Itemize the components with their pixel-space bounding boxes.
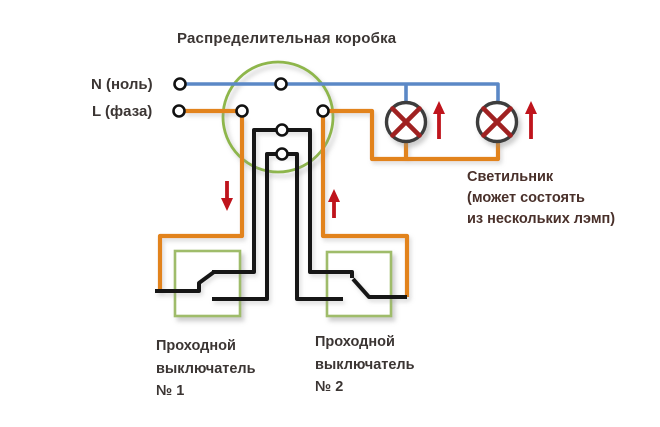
terminal-phase-source [172,104,186,118]
terminal-traveler-inner [275,147,289,161]
lamp-group [384,100,519,144]
phase-wire-group [157,108,501,297]
neutral-wire-group [185,82,500,103]
terminal-group [172,77,330,161]
neutral-label: N (ноль) [91,76,153,93]
terminal-phase-box-left [235,104,249,118]
arrow-up-lamp1-icon [433,101,445,139]
phase-label: L (фаза) [92,103,153,120]
switch2-caption: Проходной выключатель № 2 [315,334,415,395]
switch1-caption: Проходной выключатель № 1 [156,338,256,399]
phase-wire-to-switch1 [157,116,245,291]
traveler-outer-loop [212,128,354,278]
arrow-up-switch2-icon [328,189,340,218]
junction-box-title: Распределительная коробка [177,30,397,47]
phase-wire-to-lamps [328,108,501,162]
switch1-common-lever [155,270,216,293]
lamp-2-cross-icon [481,106,513,138]
lamp-cross-group [390,106,513,138]
arrow-up-lamp2-icon [525,101,537,139]
neutral-wire [185,82,500,103]
lamp-caption: Светильник (может состоять из нескольких… [467,169,616,227]
phase-wire-to-switch2 [320,116,410,297]
lamp-1-cross-icon [390,106,422,138]
switch1-box [173,249,242,318]
arrow-down-switch1-icon [221,181,233,211]
terminal-traveler-outer [275,123,289,137]
junction-box-circle [221,60,335,174]
terminal-neutral-source [173,77,187,91]
switch2-common-lever [351,277,407,299]
arrow-group [221,101,537,218]
terminal-neutral-box [274,77,288,91]
terminal-phase-box-right [316,104,330,118]
